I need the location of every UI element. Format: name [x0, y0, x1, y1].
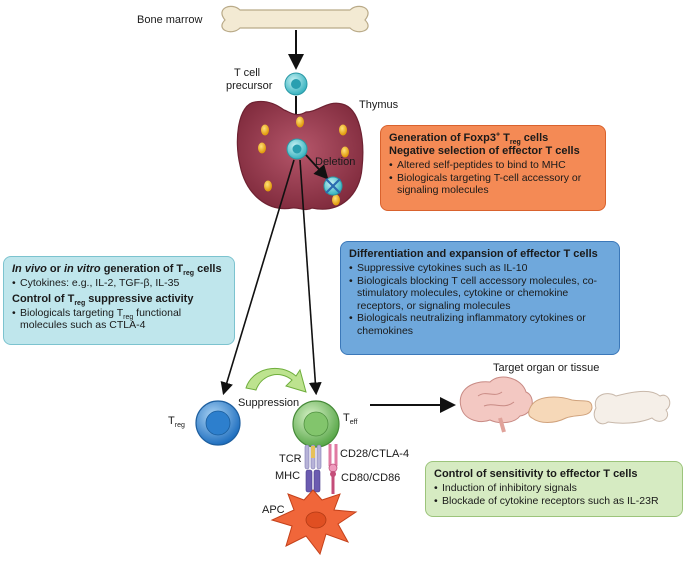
biologicals-rest: functional molecules such as CTLA-4 — [20, 306, 182, 332]
cd28-ctla4-icon — [328, 444, 338, 473]
deletion-label: Deletion — [315, 156, 356, 168]
arrow-thymus-to-teff — [299, 159, 322, 396]
deleted-cell-icon — [323, 176, 343, 196]
effector-item-neutralizing: Biologicals neutralizing inflammatory cy… — [349, 312, 611, 337]
bone-marrow-label: Bone marrow — [137, 14, 203, 26]
cd80-cd86-label: CD80/CD86 — [341, 472, 401, 484]
brain-icon — [459, 376, 533, 433]
mhc-molecule-icon — [305, 469, 321, 493]
sensitivity-heading: Control of sensitivity to effector T cel… — [434, 468, 638, 480]
foxp3-heading-reg: reg — [509, 139, 521, 147]
target-organ-label: Target organ or tissue — [493, 362, 600, 374]
foxp3-plus: + — [495, 131, 501, 139]
treg-item-biologicals: Biologicals targeting Treg functional mo… — [12, 307, 226, 332]
apc-label: APC — [262, 504, 285, 516]
bone-icon — [221, 5, 369, 33]
foxp3-heading-t: T — [500, 132, 510, 144]
sensitivity-item-inhibitory: Induction of inhibitory signals — [434, 482, 674, 495]
thymus-item-altered-peptides: Altered self-peptides to bind to MHC — [389, 159, 597, 172]
generation-cells: cells — [194, 263, 222, 275]
effector-interventions-box: Differentiation and expansion of effecto… — [340, 241, 620, 355]
pancreas-icon — [528, 396, 593, 423]
treg-label-sub: reg — [174, 422, 185, 430]
teff-label: Teff — [343, 412, 358, 427]
apc-cell-icon — [270, 489, 358, 556]
mhc-label: MHC — [275, 470, 301, 482]
foxp3-treg-heading: Generation of Foxp3+ Treg cells — [389, 131, 597, 147]
thymus-label: Thymus — [359, 99, 399, 111]
cd80-cd86-icon — [330, 471, 336, 494]
arrow-thymus-to-treg — [220, 159, 295, 396]
control-text: Control of T — [12, 292, 75, 305]
arrow-deletion — [305, 154, 329, 180]
biologicals-reg: reg — [123, 313, 134, 321]
t-cell-label: T cell — [234, 67, 261, 79]
generation-text: generation of T — [100, 263, 184, 275]
treg-cell-icon — [195, 400, 241, 446]
teff-cell-icon — [292, 400, 340, 448]
teff-label-sub: eff — [349, 419, 358, 427]
treg-generation-heading: In vivo or in vitro generation of Treg c… — [12, 263, 226, 278]
t-cell-precursor-icon — [284, 72, 308, 96]
suppression-arrow — [245, 367, 307, 393]
effector-item-blocking: Biologicals blocking T cell accessory mo… — [349, 275, 611, 313]
precursor-label: precursor — [226, 80, 273, 92]
generation-reg: reg — [183, 270, 195, 278]
sensitivity-box: Control of sensitivity to effector T cel… — [425, 461, 683, 517]
effector-item-cytokines: Suppressive cytokines such as IL-10 — [349, 262, 611, 275]
control-suppressive-text: suppressive activity — [85, 292, 194, 305]
suppression-label: Suppression — [238, 397, 300, 409]
in-vivo-text: In vivo — [12, 263, 47, 275]
cd28-ctla4-label: CD28/CTLA-4 — [340, 448, 410, 460]
thymus-interventions-box: Generation of Foxp3+ Treg cells Negative… — [380, 125, 606, 211]
treg-interventions-box: In vivo or in vitro generation of Treg c… — [3, 256, 235, 345]
thymus-t-cell-icon — [286, 138, 308, 160]
treg-label-main: T — [168, 415, 175, 427]
joint-bone-icon — [593, 390, 671, 425]
control-reg: reg — [74, 299, 86, 307]
effector-heading: Differentiation and expansion of effecto… — [349, 248, 598, 260]
treg-item-cytokines: Cytokines: e.g., IL-2, TGF-β, IL-35 — [12, 277, 226, 290]
biologicals-text: Biologicals targeting T — [20, 306, 124, 319]
treg-label: Treg — [168, 415, 185, 430]
tcr-receptor-icon — [304, 444, 322, 470]
tcr-label: TCR — [279, 453, 302, 465]
thymus-item-biologicals: Biologicals targeting T-cell accessory o… — [389, 172, 597, 197]
in-vitro-text: in vitro — [63, 263, 101, 275]
sensitivity-item-blockade: Blockade of cytokine receptors such as I… — [434, 495, 674, 508]
or-text: or — [46, 263, 64, 275]
foxp3-heading-cells: cells — [520, 132, 549, 144]
foxp3-heading-text: Generation of Foxp3 — [389, 132, 496, 144]
treg-control-heading: Control of Treg suppressive activity — [12, 292, 226, 307]
teff-label-main: T — [343, 412, 350, 424]
negative-selection-heading: Negative selection of effector T cells — [389, 145, 580, 157]
